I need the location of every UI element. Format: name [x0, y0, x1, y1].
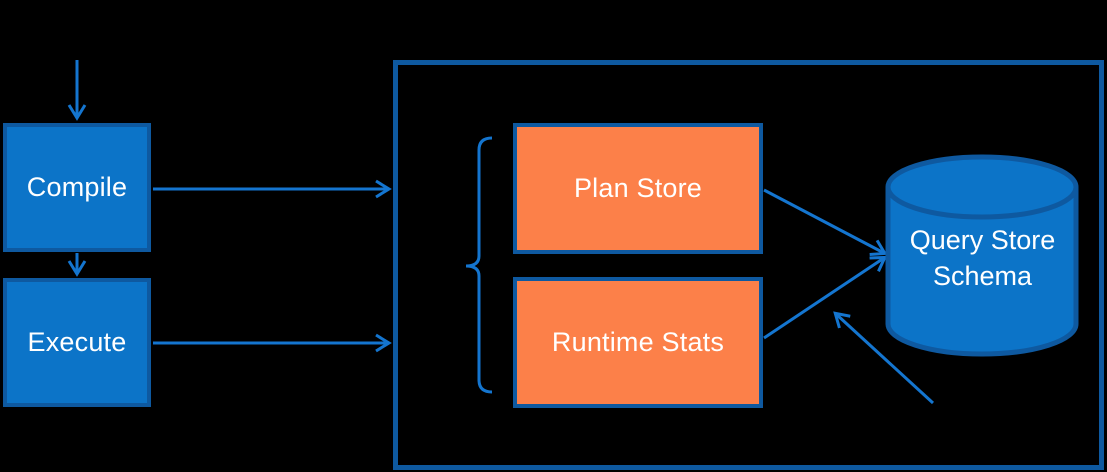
compile-label: Compile [26, 172, 128, 202]
grouping-brace [465, 136, 493, 394]
query-store-container-box [393, 60, 1104, 470]
database-cylinder [885, 154, 1079, 357]
execute-box: Execute [3, 278, 151, 407]
arrow-async-from-bottom [833, 311, 935, 405]
arrow-plan-store-to-schema [763, 188, 888, 257]
cylinder-body [885, 187, 1079, 357]
query-store-schema-label-line1: Query Store [909, 225, 1056, 255]
query-store-schema-label-line2: Schema [932, 261, 1033, 291]
query-store-schema-label: Query Store Schema [888, 222, 1077, 294]
runtime-stats-label: Runtime Stats [551, 327, 725, 357]
compile-box: Compile [3, 123, 151, 252]
plan-store-box: Plan Store [513, 123, 763, 254]
cylinder-top [885, 154, 1079, 220]
execute-label: Execute [27, 327, 127, 357]
runtime-stats-box: Runtime Stats [513, 277, 763, 408]
plan-store-label: Plan Store [573, 173, 703, 203]
arrow-runtime-stats-to-schema [763, 255, 888, 340]
